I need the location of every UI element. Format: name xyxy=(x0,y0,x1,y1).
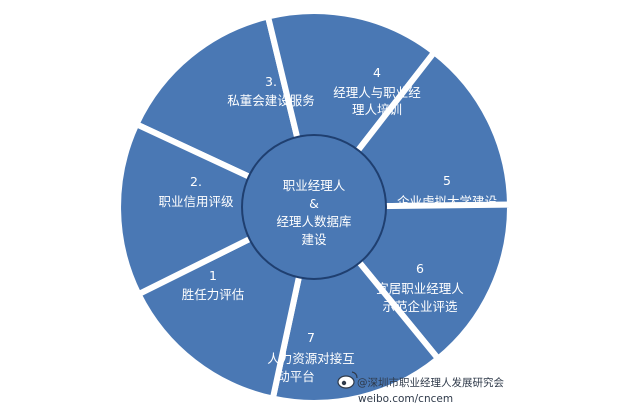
segment-1-number: 1 xyxy=(209,268,217,283)
watermark: @深圳市职业经理人发展研究会 weibo.com/cncem xyxy=(337,371,504,405)
watermark-line1: @深圳市职业经理人发展研究会 xyxy=(357,376,504,389)
segment-1-label: 胜任力评估 xyxy=(182,287,245,302)
segment-7-label-line1: 人力资源对接互 xyxy=(267,351,355,366)
segment-2-label: 职业信用评级 xyxy=(158,194,234,209)
segment-6-label-line1: 宜居职业经理人 xyxy=(376,281,464,296)
segment-2-sector xyxy=(115,121,317,298)
center-circle xyxy=(241,134,387,280)
segment-3-number: 3. xyxy=(265,74,277,89)
segment-6-number: 6 xyxy=(416,261,424,276)
segment-3-label: 私董会建设服务 xyxy=(227,93,315,108)
segment-7-number: 7 xyxy=(307,330,315,345)
center-label-line4: 建设 xyxy=(301,232,327,247)
segment-5-number: 5 xyxy=(443,173,451,188)
segment-2-number: 2. xyxy=(190,174,202,189)
segment-4-label-line1: 经理人与职业经 xyxy=(333,85,421,100)
segment-7-label-line2: 动平台 xyxy=(277,369,315,384)
center-label-line2: & xyxy=(309,196,319,211)
segment-6-label-line2: 示范企业评选 xyxy=(382,299,458,314)
center-label-line1: 职业经理人 xyxy=(283,178,346,193)
watermark-line2: weibo.com/cncem xyxy=(358,393,453,405)
segment-5-label: 企业虚拟大学建设 xyxy=(397,194,498,209)
weibo-logo-icon xyxy=(337,371,358,389)
center-label-line3: 经理人数据库 xyxy=(276,214,351,229)
segment-4-number: 4 xyxy=(373,65,381,80)
segment-4-label-line2: 理人培训 xyxy=(352,102,402,117)
